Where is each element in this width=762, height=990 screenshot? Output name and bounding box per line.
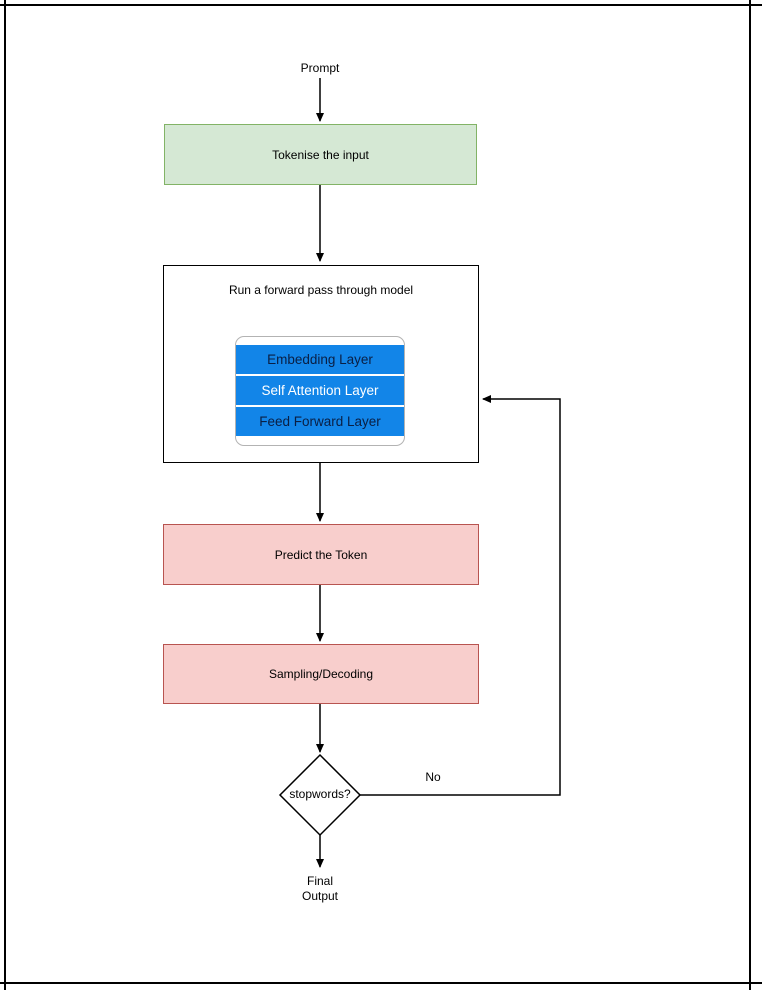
node-sampling-decoding: Sampling/Decoding xyxy=(163,644,479,704)
layer-row-self-attention: Self Attention Layer xyxy=(236,376,404,405)
node-tokenise: Tokenise the input xyxy=(164,124,477,185)
layer-stack: Embedding Layer Self Attention Layer Fee… xyxy=(235,336,405,446)
layer-row-embedding: Embedding Layer xyxy=(236,345,404,374)
forward-pass-title: Run a forward pass through model xyxy=(228,283,414,297)
layer-embedding-label: Embedding Layer xyxy=(267,352,373,367)
decision-label: stopwords? xyxy=(289,787,351,801)
layer-row-feed-forward: Feed Forward Layer xyxy=(236,407,404,436)
node-forward-pass: Run a forward pass through model Embeddi… xyxy=(163,265,479,463)
node-tokenise-label: Tokenise the input xyxy=(272,147,369,162)
page-border-bottom xyxy=(0,982,762,984)
node-predict-token: Predict the Token xyxy=(163,524,479,585)
layer-self-attention-label: Self Attention Layer xyxy=(261,383,379,398)
page-border-right xyxy=(749,0,751,990)
prompt-label: Prompt xyxy=(300,61,340,75)
node-predict-label: Predict the Token xyxy=(274,547,368,562)
page-border-left xyxy=(4,0,6,990)
node-sampling-label: Sampling/Decoding xyxy=(268,667,374,681)
page-border-top xyxy=(0,4,762,6)
layer-feed-forward-label: Feed Forward Layer xyxy=(259,414,381,429)
no-branch-label: No xyxy=(425,770,441,784)
